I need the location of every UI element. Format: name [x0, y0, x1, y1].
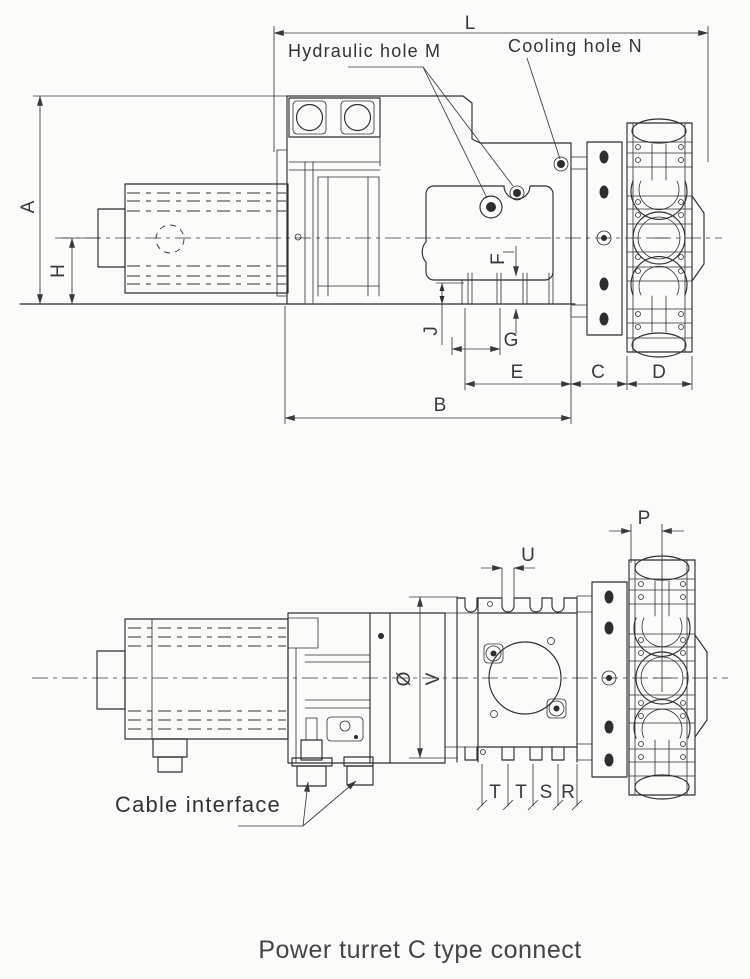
- notch-hole: [513, 189, 521, 197]
- dim-label-R: R: [561, 782, 575, 803]
- hydraulic-hole-label: Hydraulic hole M: [288, 41, 441, 61]
- port-square-left: [292, 100, 327, 135]
- dim-label-J: J: [421, 326, 442, 336]
- dim-label-C: C: [591, 362, 605, 383]
- bottom-view: P U Ø V: [32, 508, 728, 827]
- dim-label-H: H: [48, 264, 69, 278]
- dim-label-D: D: [652, 362, 666, 383]
- leader-lines: [348, 57, 561, 199]
- port-square-right: [340, 100, 375, 135]
- dim-label-S: S: [540, 782, 553, 803]
- dim-label-G: G: [504, 330, 519, 351]
- dim-label-diameter: Ø: [394, 671, 415, 686]
- disc-chamfer-plate: [691, 195, 705, 282]
- top-flange: [570, 141, 623, 336]
- port-circle-right: [343, 103, 372, 132]
- head-bottom-tabs: [464, 746, 565, 761]
- cable-connector-2: [346, 765, 374, 786]
- dim-label-A: A: [18, 200, 39, 213]
- cooling-hole-n: [557, 160, 565, 168]
- top-motor: [97, 149, 289, 297]
- disc-center-bore: [632, 211, 686, 265]
- port-circle-left: [295, 103, 324, 132]
- dim-label-F: F: [488, 253, 509, 265]
- hydraulic-hole-m-ring: [479, 195, 503, 219]
- cable-interface-label: Cable interface: [115, 792, 281, 817]
- t-slot-comb: [461, 272, 554, 305]
- dim-label-V: V: [423, 672, 444, 685]
- bottom-turret-disc: [628, 555, 708, 800]
- hydraulic-cover-plate: [421, 185, 554, 281]
- head-top-slots: [456, 597, 578, 613]
- bottom-turret-head: [444, 595, 593, 763]
- dim-label-E: E: [511, 362, 524, 383]
- top-turret-disc: [626, 118, 705, 358]
- top-body: [19, 95, 576, 305]
- dim-label-P: P: [638, 508, 651, 529]
- top-dimensions: L A H F J G: [18, 13, 709, 424]
- motor-shaft-circle: [155, 224, 185, 254]
- cable-interface-leaders: [238, 780, 357, 827]
- hydraulic-hole-m: [486, 202, 496, 212]
- disc-screw-holes: [635, 144, 684, 330]
- cooling-hole-label: Cooling hole N: [508, 36, 643, 56]
- dim-label-U: U: [521, 545, 535, 566]
- cable-connectors: [291, 717, 374, 787]
- motor-foot: [152, 738, 188, 758]
- bottom-dimensions: P U Ø V: [394, 508, 684, 811]
- dim-label-B: B: [434, 395, 447, 416]
- caption: Power turret C type connect: [258, 936, 581, 964]
- disc2-chamfer-plate: [694, 634, 708, 738]
- cable-connector-1: [296, 765, 327, 787]
- dim-label-T1: T: [489, 782, 501, 803]
- bottom-flange: [591, 581, 628, 778]
- dim-label-L: L: [465, 13, 476, 34]
- bottom-gearbox: [287, 612, 446, 787]
- ttsr-extension-lines: [476, 764, 583, 811]
- head-bore: [488, 641, 562, 715]
- top-view: Hydraulic hole M Cooling hole N L A H: [18, 13, 722, 424]
- disc2-screw-holes: [638, 581, 686, 760]
- bottom-motor: [96, 618, 289, 773]
- dim-label-T2: T: [515, 782, 527, 803]
